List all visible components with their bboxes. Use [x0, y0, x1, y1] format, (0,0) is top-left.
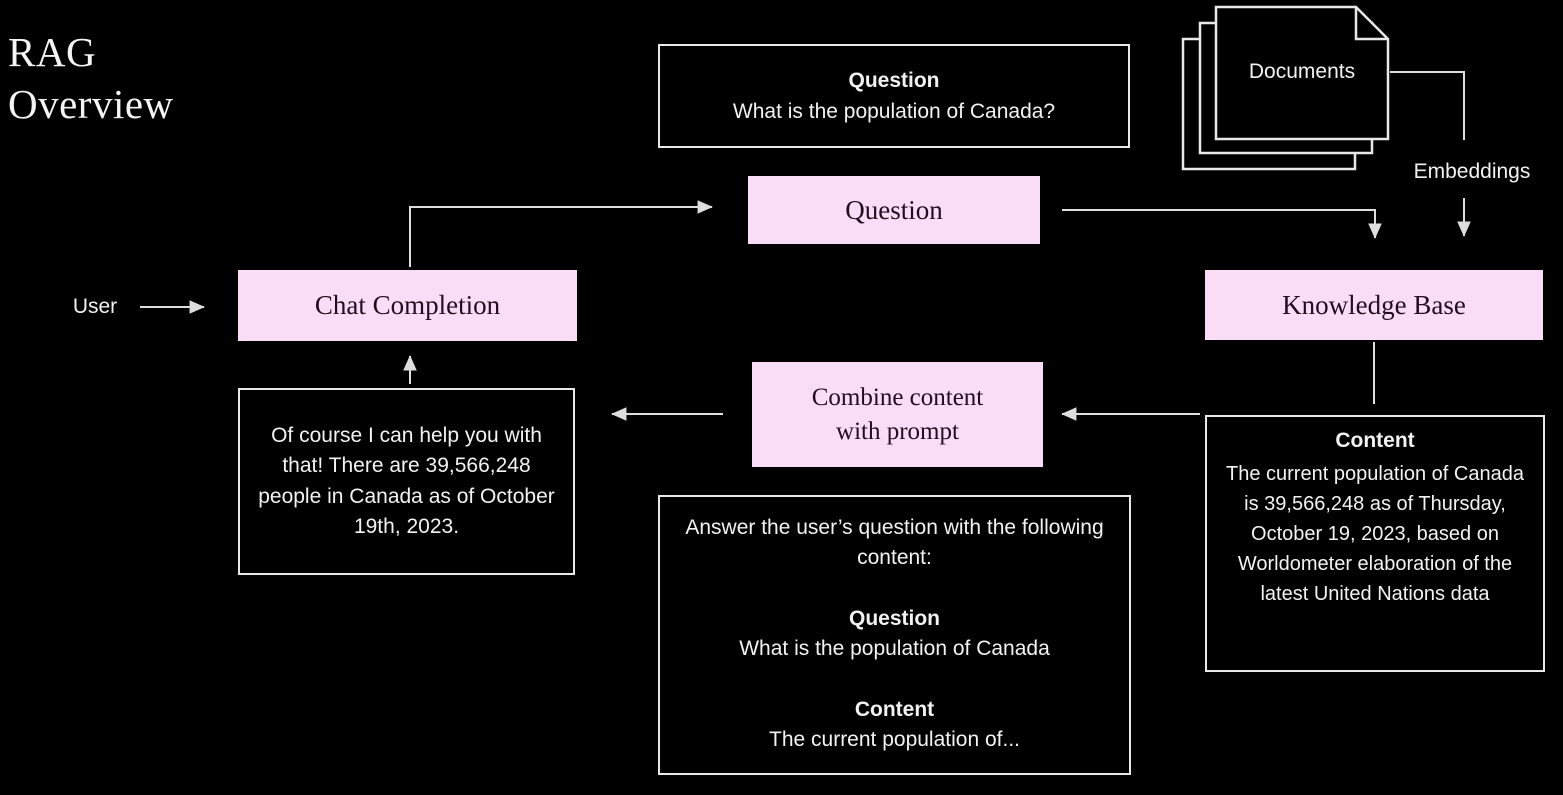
- question-input-body: What is the population of Canada?: [732, 99, 1056, 123]
- embeddings-label: Embeddings: [1413, 160, 1531, 183]
- question-node: Question: [748, 176, 1040, 244]
- prompt-question-header: Question: [848, 606, 940, 630]
- content-box: Content The current population of Canada…: [1205, 415, 1545, 672]
- page-title-line1: RAG: [8, 29, 97, 75]
- response-box: Of course I can help you with that! Ther…: [238, 388, 575, 575]
- arrow-chat-completion-to-question: [409, 200, 713, 267]
- prompt-intro: Answer the user’s question with the foll…: [685, 516, 1104, 570]
- arrow-question-to-knowledge-base: [1062, 209, 1382, 239]
- combine-content-line1: Combine content: [811, 383, 984, 411]
- documents-label: Documents: [1248, 60, 1356, 83]
- knowledge-base-node: Knowledge Base: [1205, 270, 1543, 340]
- response-text: Of course I can help you with that! Ther…: [258, 423, 555, 538]
- question-input-box: Question What is the population of Canad…: [658, 44, 1130, 148]
- prompt-question-body: What is the population of Canada: [739, 637, 1050, 661]
- question-input-header: Question: [848, 68, 940, 92]
- chat-completion-node: Chat Completion: [238, 270, 577, 341]
- user-label: User: [72, 295, 118, 318]
- page-title: RAG Overview: [8, 26, 174, 131]
- content-body: The current population of Canada is 39,5…: [1226, 463, 1524, 605]
- prompt-box: Answer the user’s question with the foll…: [658, 495, 1131, 775]
- page-title-line2: Overview: [8, 81, 174, 128]
- prompt-content-body: The current population of...: [769, 728, 1020, 752]
- line-documents-to-embeddings: [1390, 71, 1465, 140]
- content-header: Content: [1335, 429, 1415, 452]
- combine-content-node: Combine content with prompt: [752, 362, 1043, 467]
- prompt-content-header: Content: [854, 697, 935, 721]
- combine-content-line2: with prompt: [836, 417, 959, 445]
